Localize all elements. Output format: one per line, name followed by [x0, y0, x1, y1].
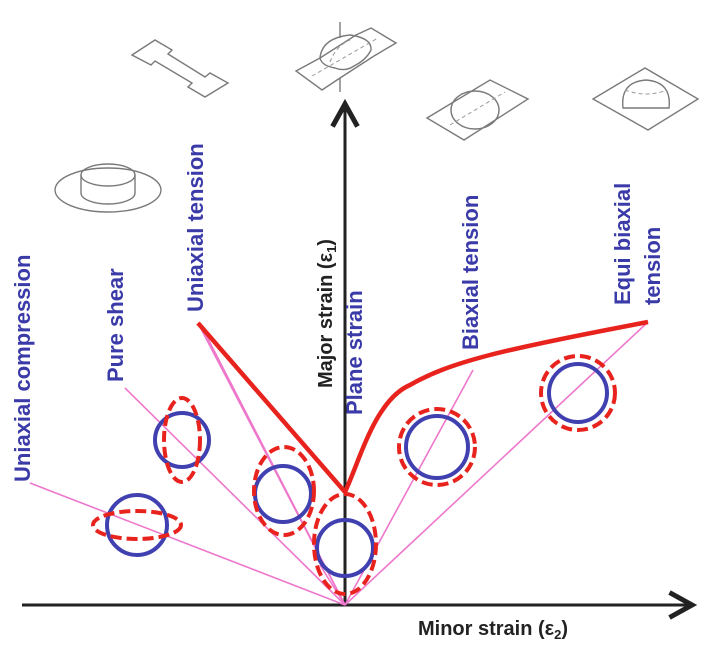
label-biaxial-tension: Biaxial tension: [458, 195, 483, 350]
label-equibiaxial-line2: tension: [640, 227, 665, 305]
forming-limit-curve: [196, 319, 649, 495]
grid-circle-equibiaxial-tension: [539, 354, 617, 432]
y-axis-label: Major strain (ε1): [315, 239, 339, 388]
label-plane-strain: Plane strain: [342, 290, 367, 415]
specimen-equibiaxial-icon: [591, 67, 700, 131]
x-axis-label: Minor strain (ε2): [418, 618, 568, 642]
strain-path-uniaxial-compression: [29, 482, 346, 606]
specimen-dogbone-icon: [130, 39, 230, 98]
grid-circle-uniaxial-compression: [91, 493, 183, 557]
label-uniaxial-compression: Uniaxial compression: [10, 255, 35, 482]
specimen-plane-strain-icon: [294, 22, 398, 92]
strain-path-plane-strain-left: [319, 564, 346, 606]
label-uniaxial-tension: Uniaxial tension: [183, 143, 208, 312]
specimen-cylinder-icon: [54, 163, 162, 213]
grid-circle-uniaxial-tension: [252, 445, 316, 537]
label-pure-shear: Pure shear: [103, 268, 128, 382]
grid-circle-plane-strain: [312, 492, 378, 596]
label-equibiaxial-line1: Equi biaxial: [610, 183, 635, 305]
grid-circle-pure-shear: [153, 396, 211, 484]
specimen-biaxial-icon: [425, 79, 530, 141]
grid-circle-biaxial-tension: [397, 407, 477, 487]
